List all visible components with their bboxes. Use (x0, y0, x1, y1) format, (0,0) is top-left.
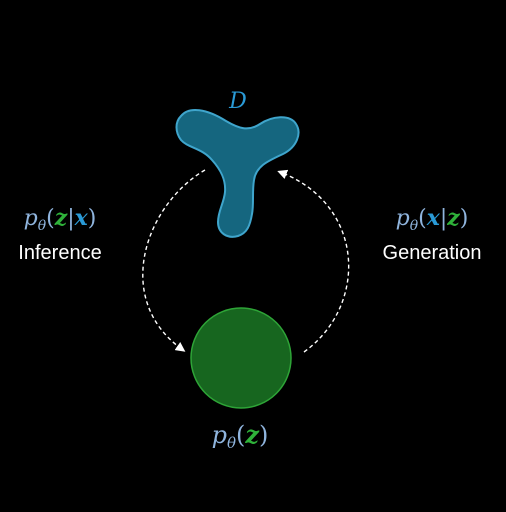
prior-formula: pθ(z) (212, 420, 269, 452)
generation-label: Generation (383, 242, 482, 264)
generation-arrow (277, 169, 350, 353)
latent-space-circle (190, 307, 292, 409)
dataset-shape (175, 109, 300, 238)
generation-formula: pθ(x|z) (396, 205, 469, 234)
inference-label: Inference (18, 242, 101, 264)
dataset-label: D (228, 89, 247, 114)
inference-formula: pθ(z|x) (24, 205, 97, 234)
inference-arrow (142, 169, 206, 352)
